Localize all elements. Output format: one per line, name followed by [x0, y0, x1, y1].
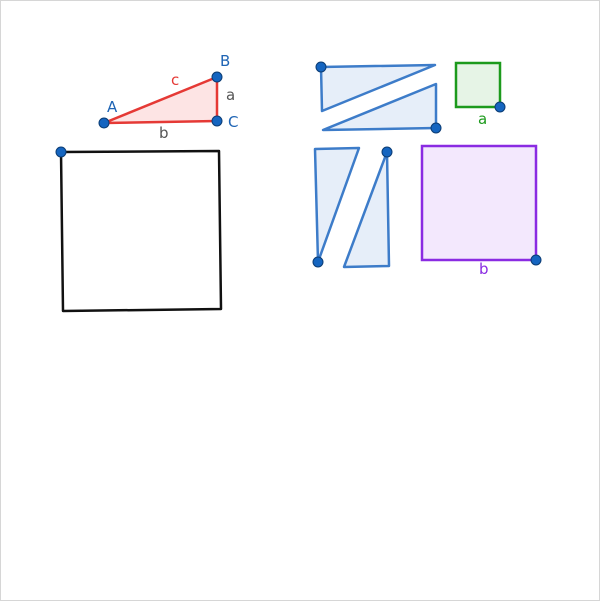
square-b-handle[interactable]	[530, 254, 542, 266]
square-on-hypotenuse[interactable]	[59, 149, 223, 313]
label-side-b: b	[159, 124, 169, 142]
label-vertex-A: A	[107, 98, 118, 116]
right-triangle[interactable]	[102, 75, 219, 125]
piece-top-2-handle[interactable]	[430, 122, 442, 134]
label-side-a: a	[226, 86, 235, 104]
square-a-handle[interactable]	[494, 101, 506, 113]
point-A[interactable]	[98, 117, 110, 129]
square-a[interactable]	[454, 61, 502, 109]
label-vertex-B: B	[220, 52, 230, 70]
piece-left-1-handle[interactable]	[312, 256, 324, 268]
point-B[interactable]	[211, 71, 223, 83]
label-vertex-C: C	[228, 113, 238, 131]
square-c-handle[interactable]	[55, 146, 67, 158]
dissection-piece-top-1[interactable]	[319, 63, 437, 113]
point-C[interactable]	[211, 115, 223, 127]
piece-left-2-handle[interactable]	[381, 146, 393, 158]
square-b[interactable]	[420, 144, 538, 262]
label-side-c: c	[171, 71, 179, 89]
label-square-a: a	[478, 110, 487, 128]
dissection-piece-left-2[interactable]	[342, 150, 391, 269]
dissection-piece-left-1[interactable]	[313, 146, 361, 264]
label-square-b: b	[479, 260, 489, 278]
piece-top-1-handle[interactable]	[315, 61, 327, 73]
dissection-piece-top-2[interactable]	[321, 82, 438, 132]
